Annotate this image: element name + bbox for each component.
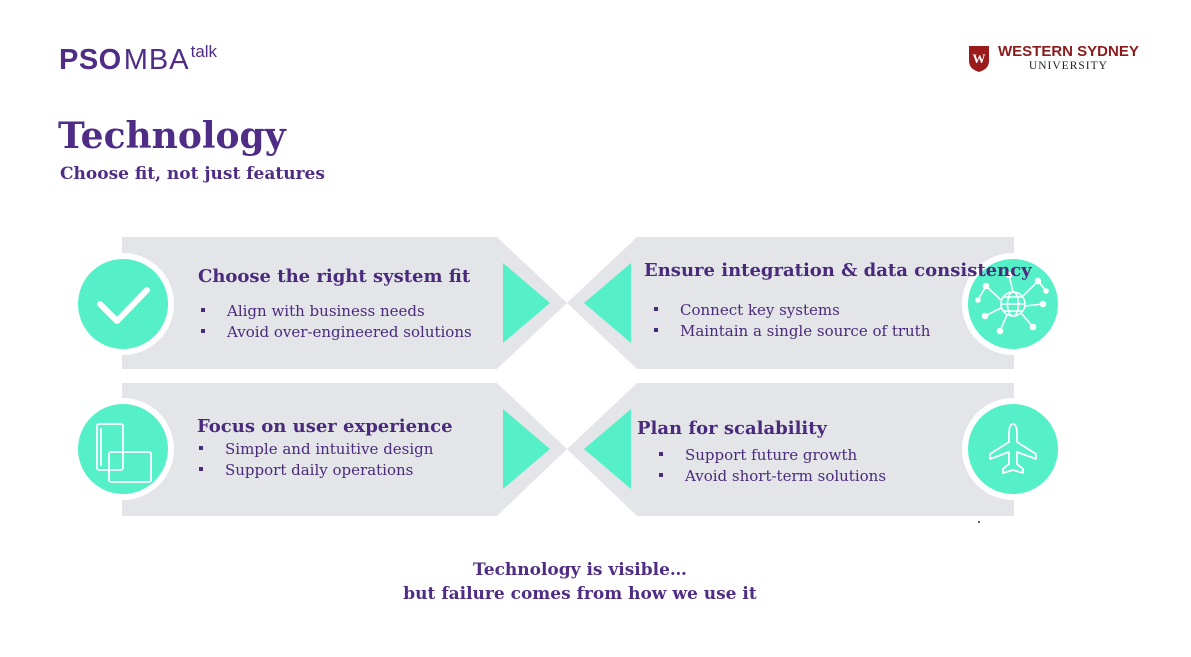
pso-mba-talk-logo: PSO MBA talk xyxy=(59,42,218,76)
university-name-line2: UNIVERSITY xyxy=(1028,60,1108,72)
page-title: Technology xyxy=(58,115,286,157)
footer-line-2: but failure comes from how we use it xyxy=(403,584,757,604)
card-title-system-fit: Choose the right system fit xyxy=(198,266,471,287)
card-scalability-bg xyxy=(567,383,1014,516)
card-user-experience-bg xyxy=(122,383,567,516)
arrow-left-top xyxy=(584,263,631,343)
list-item: Align with business needs xyxy=(201,301,472,322)
page-subtitle: Choose fit, not just features xyxy=(60,164,325,184)
arrow-left-bottom xyxy=(584,409,631,489)
logo-pso-text: PSO xyxy=(59,44,122,76)
shield-letter: W xyxy=(973,51,986,66)
arrow-right-bottom xyxy=(503,409,550,489)
card-title-integration: Ensure integration & data consistency xyxy=(644,260,1032,281)
list-item: Avoid short-term solutions xyxy=(659,466,886,487)
list-item: Avoid over-engineered solutions xyxy=(201,322,472,343)
card-bullets-integration: Connect key systems Maintain a single so… xyxy=(654,300,930,342)
card-bullets-user-experience: Simple and intuitive design Support dail… xyxy=(199,439,433,481)
western-sydney-university-logo: W WESTERN SYDNEY UNIVERSITY xyxy=(968,44,1139,73)
screens-icon xyxy=(96,423,152,483)
list-item: Support daily operations xyxy=(199,460,433,481)
card-bullets-scalability: Support future growth Avoid short-term s… xyxy=(659,445,886,487)
circle-system-fit xyxy=(78,259,168,349)
list-item: Simple and intuitive design xyxy=(199,439,433,460)
card-bullets-system-fit: Align with business needs Avoid over-eng… xyxy=(201,301,472,343)
card-system-fit-bg xyxy=(122,237,567,369)
university-shield-icon: W xyxy=(969,45,989,72)
logo-mba-text: MBA xyxy=(123,44,190,76)
arrow-right-top xyxy=(503,263,550,343)
card-integration-bg xyxy=(567,237,1014,369)
checkmark-icon xyxy=(97,287,150,324)
card-title-scalability: Plan for scalability xyxy=(637,418,828,439)
university-name-line1: WESTERN SYDNEY xyxy=(998,43,1139,60)
list-item: Maintain a single source of truth xyxy=(654,321,930,342)
list-item: Support future growth xyxy=(659,445,886,466)
logo-talk-text: talk xyxy=(190,42,218,61)
globe-network-icon xyxy=(975,271,1049,335)
list-item: Connect key systems xyxy=(654,300,930,321)
footer-line-1: Technology is visible… xyxy=(473,560,687,580)
card-title-user-experience: Focus on user experience xyxy=(197,416,453,437)
airplane-icon xyxy=(989,423,1037,474)
circle-scalability xyxy=(968,404,1058,494)
